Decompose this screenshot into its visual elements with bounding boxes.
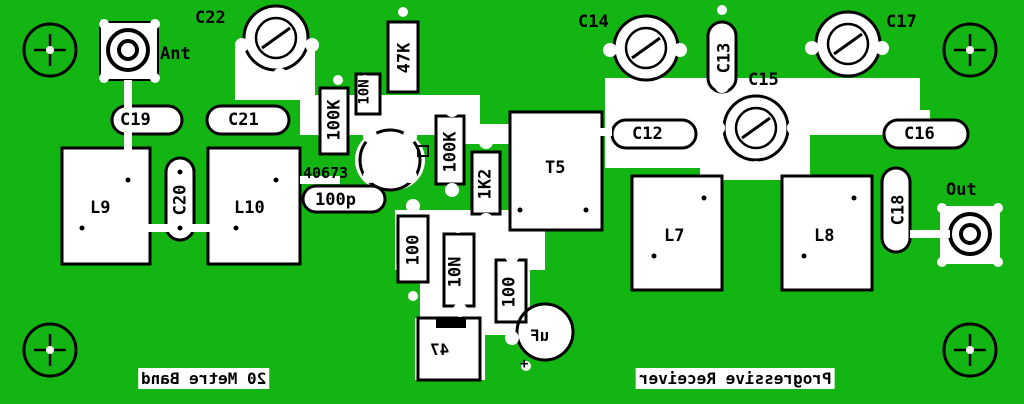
trimmer-capacitors xyxy=(242,4,882,162)
ic-pin1-marker xyxy=(436,318,466,328)
label-c22: C22 xyxy=(195,8,226,28)
label-r47k: 47K xyxy=(394,42,415,74)
label-r100k-b: 100K xyxy=(440,131,461,173)
label-l8: L8 xyxy=(814,226,835,246)
label-r100k-a: 100K xyxy=(324,99,345,141)
label-c21: C21 xyxy=(228,110,259,130)
label-c19: C19 xyxy=(120,110,151,130)
label-ant: Ant xyxy=(160,44,191,64)
label-l7: L7 xyxy=(664,226,685,246)
label-c15: C15 xyxy=(748,70,779,90)
label-c12: C12 xyxy=(632,124,663,144)
pad-holes xyxy=(79,169,857,259)
label-l9: L9 xyxy=(90,198,111,218)
label-ic: 40673 xyxy=(303,164,349,182)
label-c100p: 100p xyxy=(315,190,356,210)
label-t5: T5 xyxy=(545,158,566,178)
label-r100-a: 100 xyxy=(403,234,424,266)
label-c10n: 10N xyxy=(356,79,373,105)
label-c17: C17 xyxy=(886,12,917,32)
label-out: Out xyxy=(946,180,977,200)
label-c47: 47 xyxy=(430,340,450,359)
label-uf: uF xyxy=(530,326,550,345)
banner-band: 20 Metre Band xyxy=(138,368,270,389)
label-l10: L10 xyxy=(234,198,265,218)
banner-title: Progressive Receiver xyxy=(636,368,835,389)
pads xyxy=(75,5,1003,371)
label-c20: C20 xyxy=(170,184,191,216)
label-r1k2: 1K2 xyxy=(475,168,496,200)
mounting-holes xyxy=(22,22,998,378)
label-c13: C13 xyxy=(714,42,735,74)
label-c16: C16 xyxy=(904,124,935,144)
label-c18: C18 xyxy=(888,194,909,226)
label-c14: C14 xyxy=(578,12,609,32)
label-c10n-b: 10N xyxy=(445,256,466,288)
label-r100-b: 100 xyxy=(499,276,520,308)
label-plus: + xyxy=(520,356,529,372)
copper-traces xyxy=(82,80,950,238)
